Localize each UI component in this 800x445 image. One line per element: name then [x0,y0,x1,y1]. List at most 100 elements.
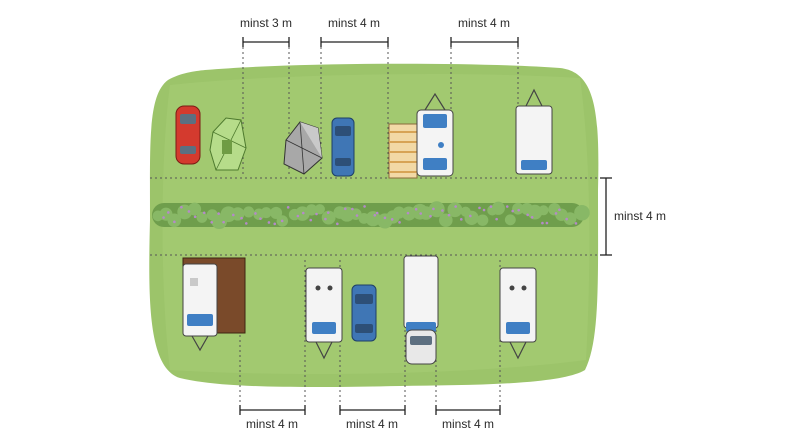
hedge-flower [210,221,213,224]
hedge-flower [351,207,354,211]
hedge-flower [468,214,472,218]
hedge-leaf [314,204,325,215]
hedge-flower [373,213,377,217]
hedge-flower [232,213,235,217]
hedge-flower [429,214,432,218]
side-dimension-label: minst 4 m [614,209,666,223]
caravan-with-awning-icon [182,257,246,352]
bottom-dimension-2: minst 4 m [339,405,406,431]
hedge-flower [489,205,493,208]
hedge-flower [526,213,529,217]
green-tent-icon [209,117,247,171]
hedge-flower [180,205,183,209]
hedge-flower [202,211,206,215]
hedge-flower [173,220,176,224]
hedge-flower [482,208,486,212]
hedge-flower [309,218,313,222]
hedge-flower [167,211,170,214]
hedge-flower [286,206,290,209]
hedge-leaf [321,210,336,225]
hedge-leaf [428,201,445,218]
blue-car-icon [351,284,377,342]
hedge-leaf [476,214,489,226]
hedge-flower [324,217,327,221]
top-dimension-2: minst 4 m [320,16,389,47]
bottom-dimension-label: minst 4 m [246,417,298,431]
hedge-flower [558,208,561,212]
hedge-leaf [439,213,453,227]
hedge-flower [414,207,418,211]
top-dimension-label: minst 4 m [328,16,380,30]
hedge-leaf [447,202,463,218]
hedge-flower [511,209,514,213]
hedge-flower [259,217,262,220]
blue-car-icon [331,117,355,177]
caravan-icon [403,255,439,365]
hedge-flower [390,218,394,221]
hedge-leaf [464,210,479,225]
hedge-leaf [365,211,381,227]
hedge-leaf [270,206,283,219]
hedge-flower [343,207,347,211]
hedge-flower [336,222,339,226]
grey-tent-icon [283,121,323,175]
hedge-leaf [538,205,549,216]
side-dimension: minst 4 m [600,177,666,256]
hedge-flower [419,212,423,215]
hedge-flower [375,211,379,215]
caravan-icon [499,267,537,360]
top-dimension-label: minst 3 m [240,16,292,30]
top-dimension-3: minst 4 m [450,16,519,47]
hedge-leaf [243,206,255,218]
hedge-flower [217,212,220,215]
hedge-flower [187,210,191,213]
hedge-flower [454,205,457,208]
hedge-flower [383,216,387,220]
hedge-flower [240,216,243,220]
hedge-flower [363,205,366,208]
bottom-dimension-3: minst 4 m [435,405,501,431]
hedge-flower [447,213,451,217]
bottom-dimension-label: minst 4 m [346,417,398,431]
hedge-flower [406,211,410,215]
caravan-icon [515,88,553,175]
hedge-flower [326,211,330,214]
hedge-leaf [188,202,202,216]
hedge-flower [574,222,578,225]
hedge-flower [193,215,197,219]
hedge-flower [267,221,271,224]
hedge-icon [152,201,590,230]
hedge-leaf [491,201,505,215]
hedge-leaf [574,204,590,221]
hedge-leaf [504,214,516,226]
hedge-flower [273,222,277,226]
red-car-icon [175,105,201,165]
hedge-leaf [339,206,355,222]
top-dimension-1: minst 3 m [240,16,292,47]
hedge-leaf [167,213,182,228]
hedge-flower [541,221,544,225]
bottom-dimension-label: minst 4 m [442,417,494,431]
hedge-flower [441,209,444,212]
hedge-flower [478,206,481,210]
hedge-flower [254,212,257,215]
hedge-flower [495,217,498,221]
hedge-flower [505,205,509,208]
hedge-flower [162,216,165,219]
hedge-flower [355,214,359,217]
hedge-leaf [305,204,318,216]
hedge-leaf [350,208,362,220]
hedge-flower [517,208,521,212]
hedge-leaf [196,211,208,223]
hedge-leaf [260,207,272,219]
hedge-flower [244,222,248,225]
bottom-dimension-1: minst 4 m [239,405,306,431]
hedge-flower [280,219,284,223]
hedge-flower [296,214,300,218]
hedge-flower [315,212,318,216]
hedge-leaf [512,202,524,215]
hedge-leaf [527,204,543,220]
hedge-flower [460,218,463,221]
hedge-flower [545,221,549,225]
caravan-with-awning-icon [388,92,454,179]
